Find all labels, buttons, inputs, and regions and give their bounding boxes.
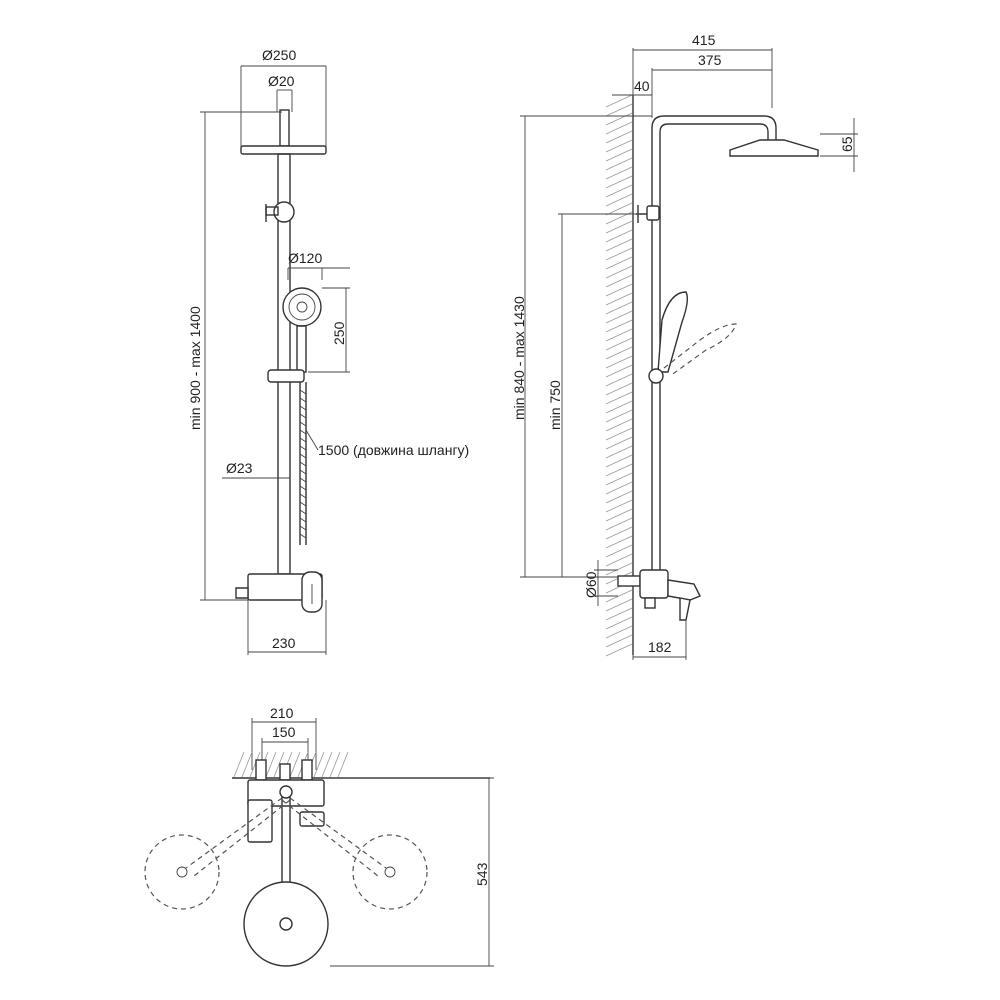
total-reach-label: 415 (692, 32, 716, 48)
swing-right-head (352, 834, 428, 910)
depth-label: 543 (474, 862, 490, 886)
pipe-diameter-label: Ø23 (226, 460, 253, 476)
wall-hatch (605, 94, 634, 657)
hand-shower-swing (663, 323, 737, 377)
wall-offset-label: 40 (634, 78, 650, 94)
spout-depth-label: 182 (648, 639, 672, 655)
head-thickness-label: 65 (839, 136, 855, 152)
diverter-valve (273, 201, 295, 223)
side-hand-shower (657, 291, 689, 373)
head-arm (279, 109, 290, 147)
connection-spacing-label: 150 (272, 724, 296, 740)
side-slider (648, 368, 664, 384)
arm-reach-label: 375 (698, 52, 722, 68)
mixer-width-label: 230 (272, 635, 296, 651)
front-view: Ø250 Ø20 Ø120 250 (187, 47, 469, 655)
connection-diameter-label: Ø60 (583, 571, 599, 598)
top-shower-head (243, 881, 329, 967)
swing-left-head (144, 834, 220, 910)
mount-width-label: 210 (270, 705, 294, 721)
overhead-arm (651, 115, 777, 218)
hand-shower-length-label: 250 (331, 321, 347, 345)
slider-bracket (267, 369, 305, 383)
side-min-height-label: min 750 (547, 380, 563, 430)
hand-shower-handle (296, 325, 307, 373)
mixer-body (235, 571, 323, 613)
shower-head (240, 145, 327, 155)
swing-left-arm (185, 797, 291, 877)
side-diverter (646, 205, 660, 221)
swing-right-arm (281, 797, 387, 877)
head-diameter-label: Ø250 (262, 47, 296, 63)
height-range-label: min 900 - max 1400 (187, 306, 203, 430)
side-mixer (617, 569, 701, 621)
side-view: 415 375 40 65 min 840 - max 1430 min (511, 32, 858, 660)
side-riser-pipe (651, 217, 661, 575)
side-height-range-label: min 840 - max 1430 (511, 296, 527, 420)
hose (299, 382, 307, 545)
arm-diameter-label: Ø20 (268, 73, 295, 89)
hose-length-label: 1500 (довжина шлангу) (318, 442, 469, 458)
top-view: 210 150 543 (144, 705, 494, 967)
side-shower-head (729, 139, 819, 157)
hand-shower-diameter-label: Ø120 (288, 250, 322, 266)
